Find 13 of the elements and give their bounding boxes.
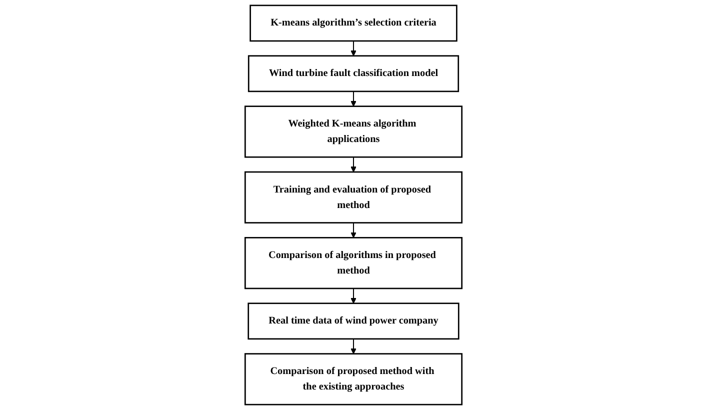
arrow xyxy=(350,157,356,172)
arrow xyxy=(350,40,356,56)
node-box: Wind turbine fault classification model xyxy=(248,55,460,92)
node-box: Comparison of algorithms in proposed method xyxy=(244,237,463,290)
node-box: K-means algorithm’s selection criteria xyxy=(250,4,458,42)
node-box: Training and evaluation of proposed method xyxy=(244,171,463,224)
arrow xyxy=(350,338,356,354)
node-box: Real time data of wind power company xyxy=(248,302,460,340)
node-box: Weighted K-means algorithm applications xyxy=(244,106,463,158)
node-box: Comparison of proposed method with the existing approaches xyxy=(244,353,463,406)
arrow xyxy=(350,222,356,238)
arrow xyxy=(350,91,356,107)
arrow xyxy=(350,288,356,304)
